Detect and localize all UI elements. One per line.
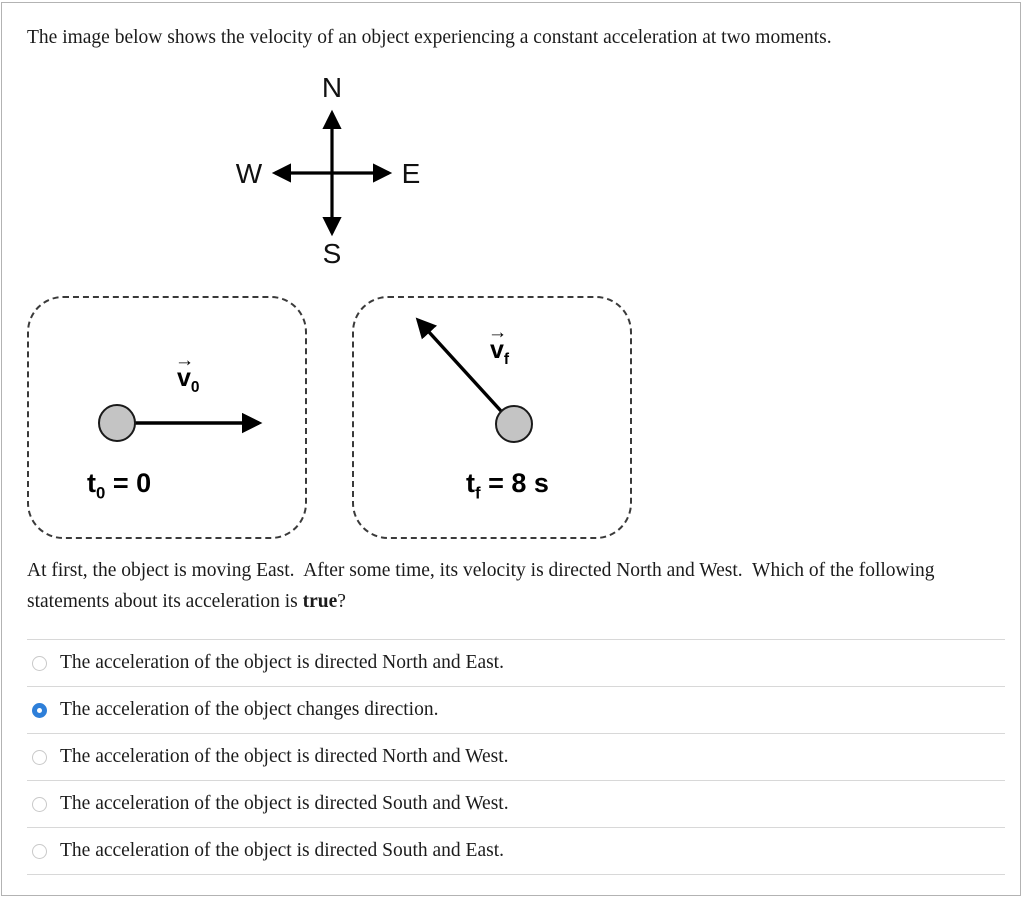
object-circle-final (495, 405, 533, 443)
vector-arrow-icon: → (487, 320, 508, 343)
question-text: At first, the object is moving East. Aft… (27, 560, 940, 612)
option-row[interactable]: The acceleration of the object is direct… (27, 734, 1005, 781)
compass-label-west: W (236, 158, 263, 189)
option-label: The acceleration of the object is direct… (60, 793, 509, 814)
options-list: The acceleration of the object is direct… (27, 639, 1005, 875)
option-radio[interactable] (32, 655, 47, 671)
option-label: The acceleration of the object changes d… (60, 699, 439, 720)
option-row[interactable]: The acceleration of the object is direct… (27, 828, 1005, 875)
initial-state-box: →v0 t0 = 0 (27, 296, 307, 539)
option-row[interactable]: The acceleration of the object is direct… (27, 640, 1005, 687)
vector-arrow-icon: → (174, 348, 195, 371)
option-radio[interactable] (32, 843, 47, 859)
initial-time-label: t0 = 0 (87, 468, 152, 503)
option-row[interactable]: The acceleration of the object changes d… (27, 687, 1005, 734)
question-bold-word: true (302, 591, 338, 612)
option-radio[interactable] (32, 796, 47, 812)
option-radio[interactable] (32, 702, 47, 718)
initial-velocity-arrow-icon (135, 412, 263, 434)
compass-diagram: N S W E (236, 72, 421, 269)
intro-text: The image below shows the velocity of an… (27, 27, 832, 48)
compass-label-north: N (322, 72, 342, 103)
compass-arrows-icon (271, 109, 393, 237)
final-time-label: tf = 8 s (466, 468, 549, 503)
compass-label-east: E (402, 158, 421, 189)
final-state-box: →vf tf = 8 s (352, 296, 632, 539)
option-row[interactable]: The acceleration of the object is direct… (27, 781, 1005, 828)
object-circle-initial (98, 404, 136, 442)
initial-velocity-label: →v0 (174, 348, 200, 396)
option-label: The acceleration of the object is direct… (60, 652, 504, 673)
option-radio[interactable] (32, 749, 47, 765)
option-label: The acceleration of the object is direct… (60, 746, 509, 767)
compass-label-south: S (323, 238, 342, 269)
final-velocity-label: →vf (487, 320, 510, 368)
option-label: The acceleration of the object is direct… (60, 840, 504, 861)
question-panel: The image below shows the velocity of an… (1, 2, 1021, 896)
